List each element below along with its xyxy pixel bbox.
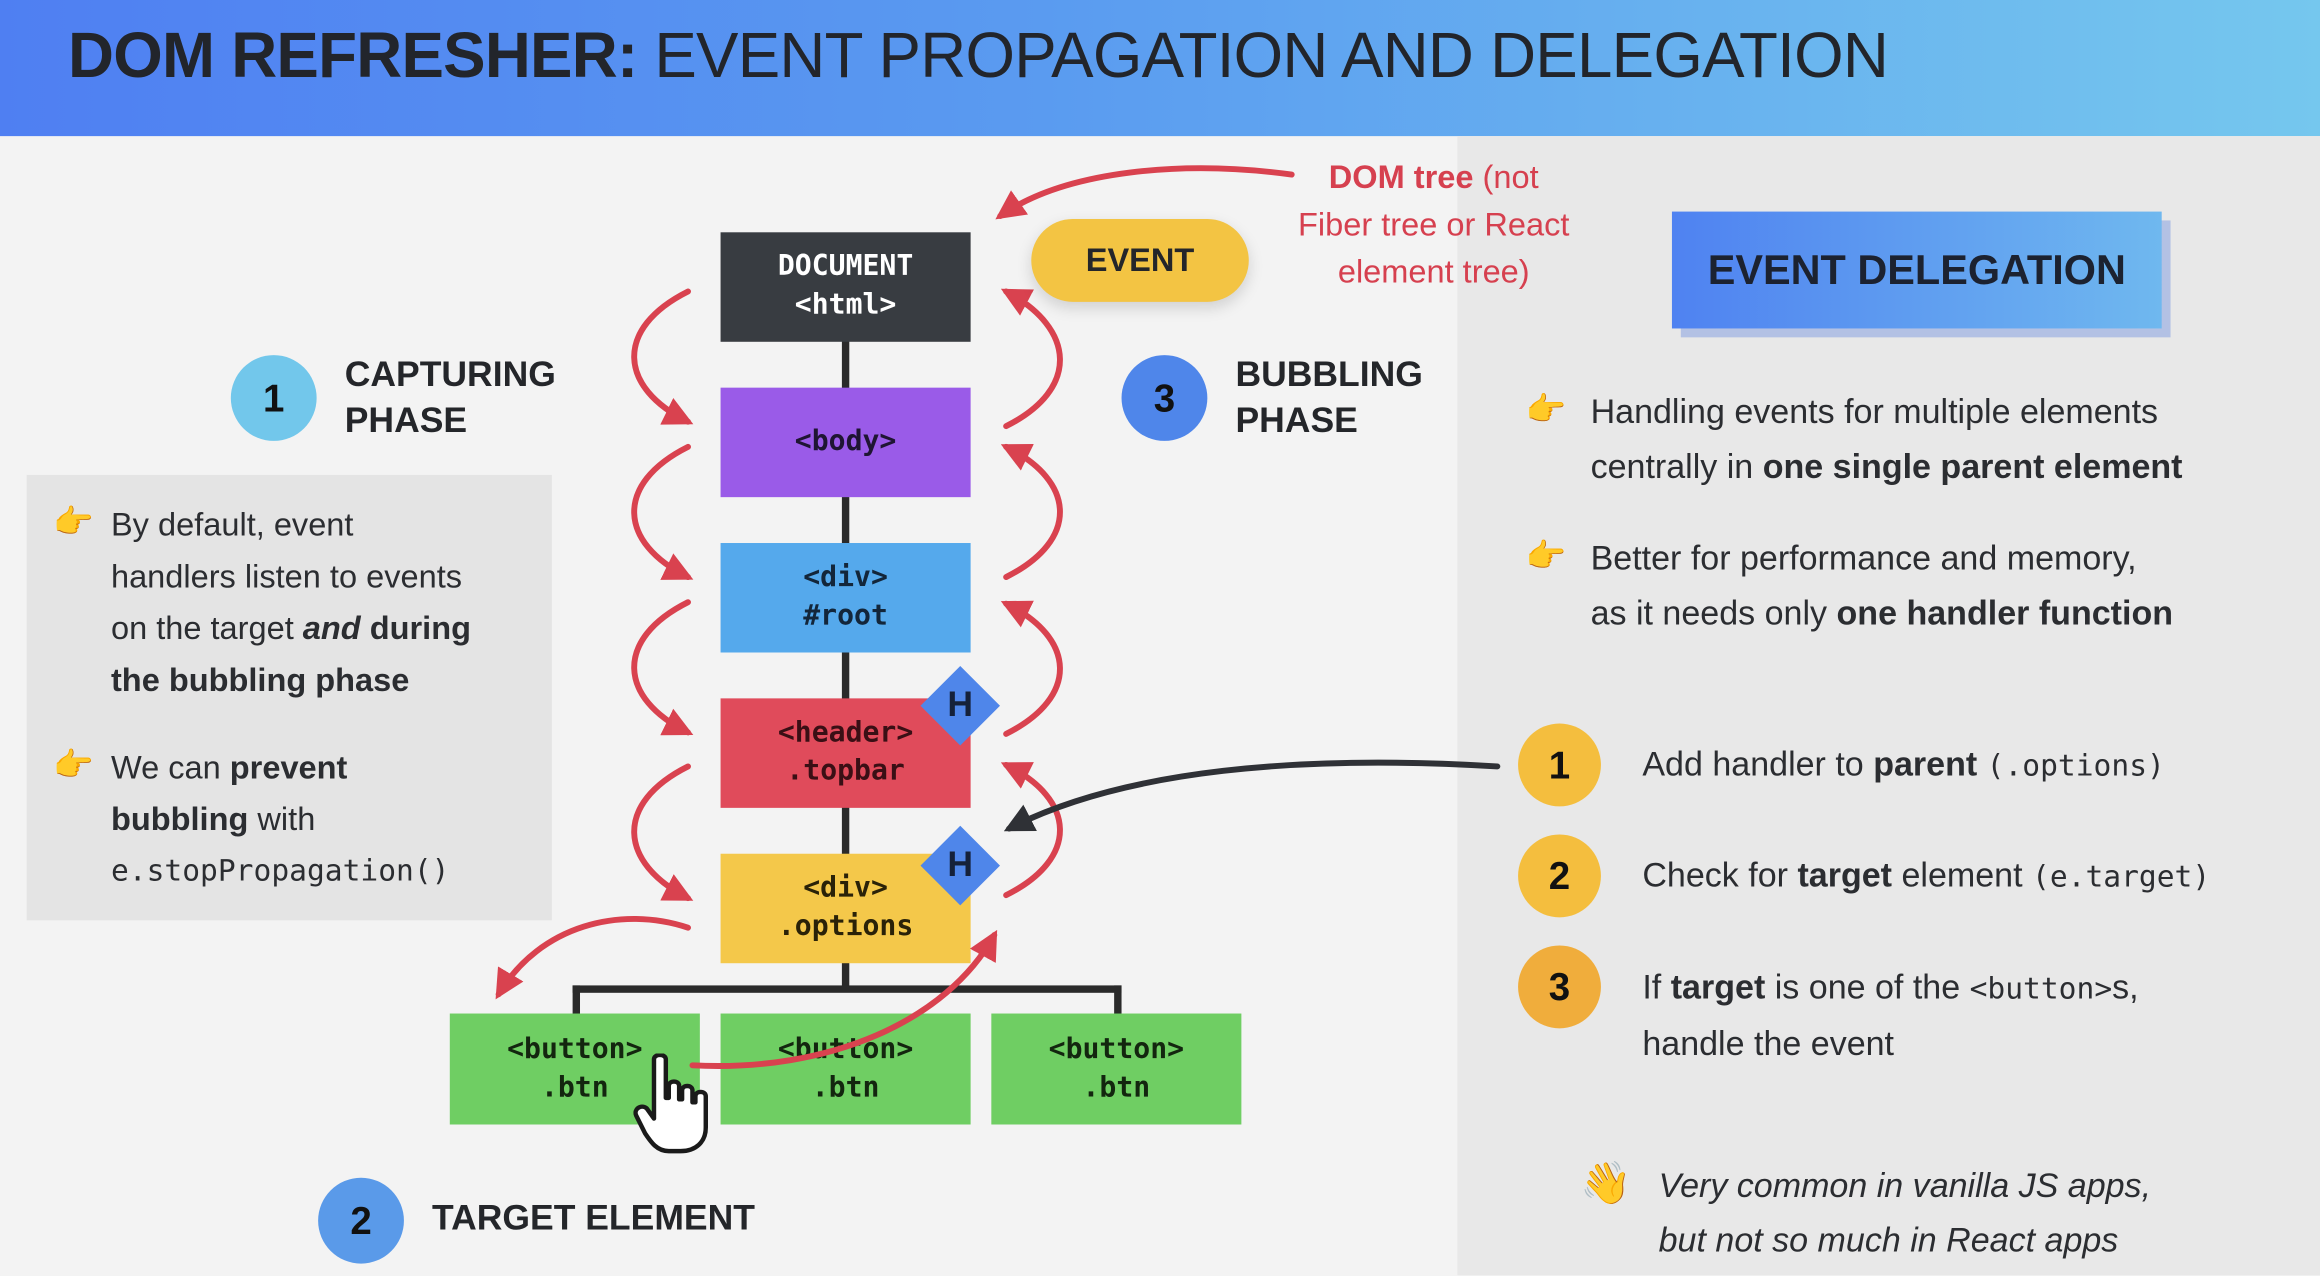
note2-line2: bubbling with: [110, 800, 316, 838]
capturing-phase-label: CAPTURING PHASE: [345, 352, 556, 444]
node-body-line1: <body>: [794, 424, 897, 458]
tree-branch-left: [572, 985, 581, 1016]
pointing-hand-icon: 👉: [1525, 390, 1567, 428]
node-header-line1: <header>: [777, 716, 914, 750]
delegation-point-1-line1: Handling events for multiple elements: [1590, 392, 2159, 431]
hand-cursor-icon: [633, 1053, 708, 1154]
handler-badge-options-label: H: [947, 844, 974, 885]
bubbling-phase-line2: PHASE: [1235, 400, 1358, 441]
node-body: <body>: [720, 387, 971, 498]
note1-line1: By default, event: [110, 506, 354, 544]
node-button-2-line2: .btn: [811, 1070, 880, 1104]
dom-tree-note-line3: element tree): [1337, 253, 1530, 291]
bubbling-phase-line1: BUBBLING: [1235, 355, 1423, 396]
step-3-line2: handle the event: [1642, 1023, 1895, 1063]
footnote-line1: Very common in vanilla JS apps,: [1658, 1165, 2152, 1205]
event-delegation-heading: EVENT DELEGATION: [1671, 211, 2162, 329]
node-button-3-line2: .btn: [1082, 1070, 1151, 1104]
pointing-hand-icon: 👉: [53, 503, 94, 541]
event-pill: EVENT: [1031, 218, 1249, 302]
pointing-hand-icon: 👉: [53, 745, 94, 783]
propagation-notes-box: [26, 474, 552, 921]
node-root-line2: #root: [803, 599, 888, 632]
note-default-listening: By default, event handlers listen to eve…: [111, 499, 471, 706]
node-button-3-line1: <button>: [1048, 1032, 1185, 1066]
note-prevent-bubbling: We can prevent bubbling with e.stopPropa…: [111, 741, 450, 896]
note1-line3: on the target and during: [110, 609, 471, 647]
step-3-text: If target is one of the <button>s, handl…: [1642, 960, 2138, 1071]
capture-arrow-5: [495, 916, 691, 1000]
page-title: DOM REFRESHER: EVENT PROPAGATION AND DEL…: [68, 20, 1889, 92]
delegation-point-2-line2: as it needs only one handler function: [1590, 593, 2174, 632]
step-1-number: 1: [1518, 723, 1601, 807]
node-document-line2: <html>: [794, 288, 897, 322]
footnote-line2: but not so much in React apps: [1658, 1220, 2119, 1260]
node-button-1-line2: .btn: [540, 1070, 609, 1104]
bubble-arrow-1: [689, 929, 998, 1069]
delegation-arrow: [1003, 759, 1501, 832]
node-button-1-line1: <button>: [507, 1032, 643, 1066]
step-1-text: Add handler to parent (.options): [1642, 744, 2165, 783]
step-3-line1: If target is one of the <button>s,: [1642, 967, 2139, 1007]
node-document: DOCUMENT <html>: [720, 232, 971, 342]
dom-tree-note-line2: Fiber tree or React: [1298, 205, 1570, 243]
node-options-line1: <div>: [803, 872, 888, 905]
dom-tree-note-line1: DOM tree (not: [1328, 158, 1539, 196]
node-root: <div> #root: [720, 543, 971, 653]
bubble-arrow-4: [1000, 443, 1063, 581]
note2-line1: We can prevent: [110, 748, 348, 786]
bubble-arrow-5: [1000, 288, 1063, 430]
step-2-text: Check for target element (e.target): [1642, 855, 2211, 894]
delegation-point-1: Handling events for multiple elements ce…: [1591, 385, 2183, 494]
step-3-number: 3: [1518, 945, 1601, 1029]
title-bar: [0, 0, 2320, 137]
note1-line4: the bubbling phase: [110, 661, 410, 699]
capturing-phase-number: 1: [230, 355, 317, 441]
handler-badge-header-label: H: [947, 685, 974, 726]
capture-arrow-2: [631, 443, 694, 581]
node-document-line1: DOCUMENT: [777, 250, 914, 284]
node-button-3: <button> .btn: [991, 1013, 1242, 1125]
node-header-line2: .topbar: [786, 754, 905, 788]
bubbling-phase-number: 3: [1121, 355, 1208, 441]
node-options: <div> .options: [720, 853, 971, 964]
capture-arrow-4: [631, 763, 694, 902]
tree-branch-line: [572, 985, 1122, 993]
step-2-number: 2: [1518, 834, 1601, 918]
node-header: <header> .topbar: [720, 698, 971, 808]
bubble-arrow-2: [1000, 761, 1063, 899]
capture-arrow-3: [631, 599, 694, 736]
pointing-hand-icon: 👉: [1525, 537, 1567, 575]
dom-tree-callout-arrow: [995, 165, 1295, 220]
dom-tree-note: DOM tree (not Fiber tree or React elemen…: [1278, 154, 1589, 296]
node-options-line2: .options: [777, 909, 914, 943]
bubble-arrow-3: [1000, 600, 1063, 737]
delegation-footnote: Very common in vanilla JS apps, but not …: [1659, 1159, 2151, 1268]
note2-code: e.stopPropagation(): [110, 852, 450, 888]
capturing-phase-line1: CAPTURING: [344, 355, 556, 396]
target-element-label: TARGET ELEMENT: [432, 1198, 755, 1239]
target-element-number: 2: [318, 1177, 404, 1264]
delegation-point-1-line2: centrally in one single parent element: [1590, 446, 2183, 486]
node-root-line1: <div>: [803, 561, 888, 594]
capture-arrow-1: [631, 288, 694, 425]
delegation-point-2: Better for performance and memory, as it…: [1591, 531, 2173, 640]
tree-branch-right: [1114, 985, 1122, 1016]
waving-hand-icon: 👋: [1580, 1160, 1632, 1206]
tree-trunk-line: [841, 340, 850, 992]
bubbling-phase-label: BUBBLING PHASE: [1235, 352, 1422, 444]
delegation-point-2-line1: Better for performance and memory,: [1590, 538, 2137, 578]
capturing-phase-line2: PHASE: [344, 400, 468, 441]
note1-line2: handlers listen to events: [110, 557, 463, 595]
